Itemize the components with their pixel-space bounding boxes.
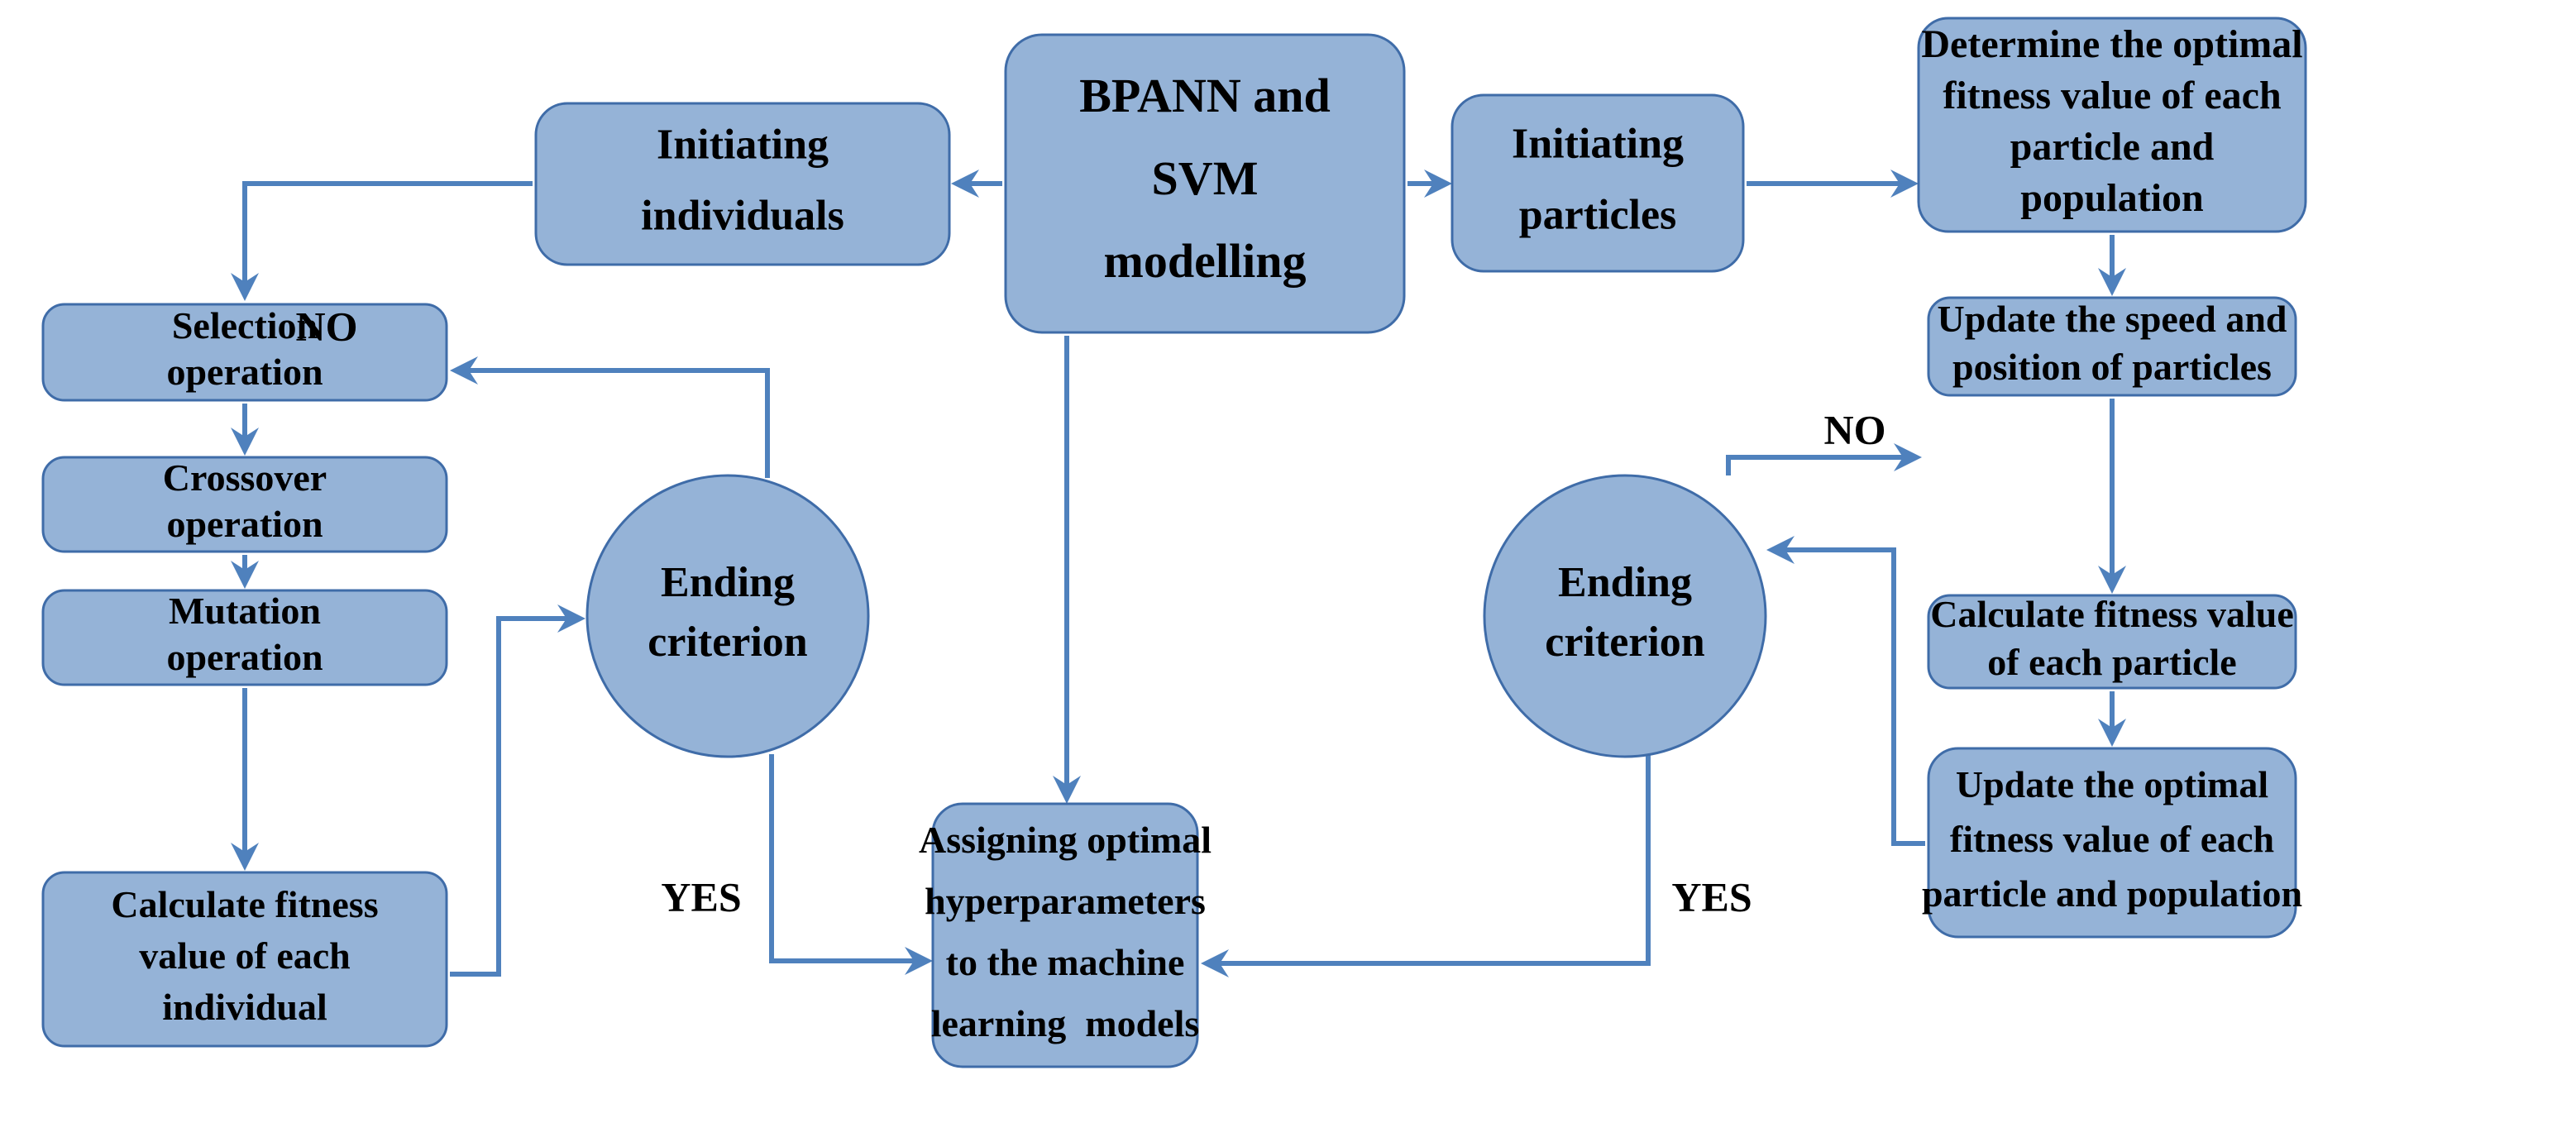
edge-crossover-to-mutation <box>231 555 259 589</box>
edge-ending-ga-no-to-selection <box>450 356 770 478</box>
edge-mutation-to-calculate-fitness <box>231 688 259 871</box>
edges-layer <box>231 170 2126 977</box>
edge-label-yes-pso: YES <box>1671 873 1752 920</box>
edge-update-optimal-to-ending-pso <box>1766 536 1925 846</box>
edge-bpann-to-initiating-individuals <box>951 170 1002 198</box>
edge-ending-ga-yes-to-assigning <box>769 754 933 975</box>
edge-calculate-fitness-to-ending-ga <box>450 604 585 977</box>
edge-bpann-to-initiating-particles <box>1407 170 1452 198</box>
edge-labels-layer: NO YES NO YES <box>296 303 1886 920</box>
edge-ending-pso-no-to-update-speed <box>1726 443 1922 475</box>
edge-initiating-individuals-to-selection <box>231 181 533 301</box>
edge-label-yes-ga: YES <box>661 873 741 920</box>
edge-calculate-fitness-to-update-optimal <box>2098 691 2126 747</box>
edge-label-no-pso: NO <box>1824 406 1886 452</box>
edge-bpann-to-assigning <box>1053 336 1081 804</box>
edge-selection-to-crossover <box>231 404 259 456</box>
edge-determine-to-update-speed <box>2098 235 2126 296</box>
edge-update-speed-to-calculate-fitness <box>2098 399 2126 594</box>
edge-ending-pso-yes-to-assigning <box>1201 754 1651 977</box>
edge-initiating-particles-to-determine <box>1747 170 1919 198</box>
edge-label-no-ga: NO <box>296 303 358 349</box>
